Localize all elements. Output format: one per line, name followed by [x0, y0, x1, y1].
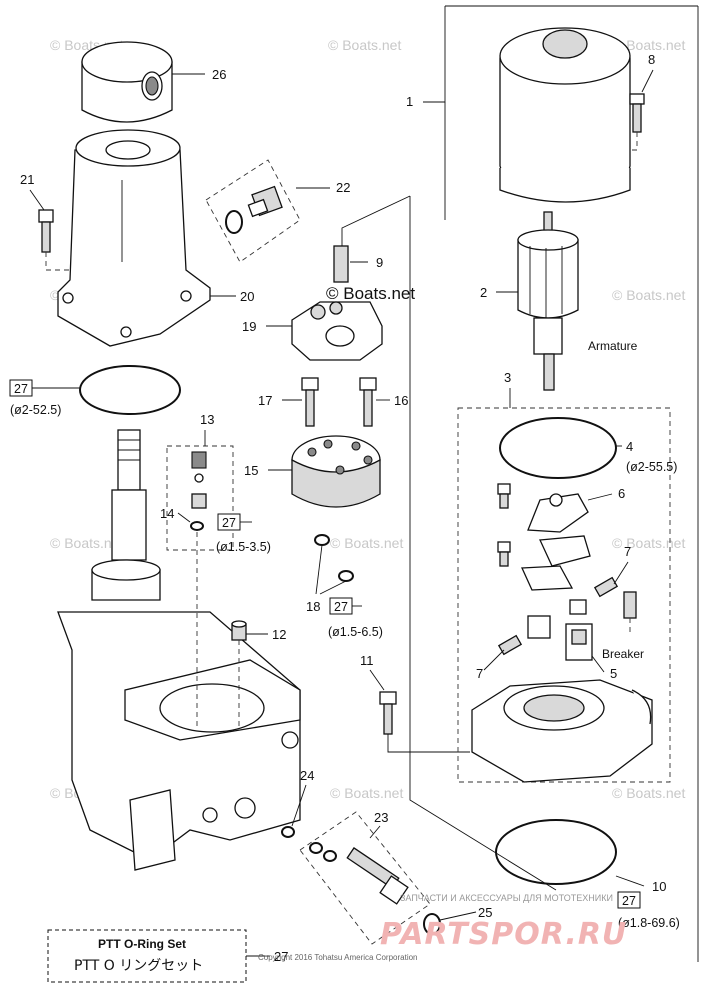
watermark-boats: © Boats.net [612, 287, 685, 303]
watermark-boats: © Boats.net [612, 785, 685, 801]
callout-25: 25 [478, 905, 492, 920]
oring-55-5 [499, 417, 617, 479]
callout-6: 6 [618, 486, 625, 501]
part-15-pump-body [291, 435, 381, 508]
callout-21: 21 [20, 172, 34, 187]
copyright-text: Copyright 2016 Tohatsu America Corporati… [258, 953, 418, 962]
watermark-boats: © Boats.net [612, 37, 685, 53]
watermark-boats: © Boats.net [330, 535, 403, 551]
callout-11: 11 [360, 653, 374, 668]
callout-20: 20 [240, 289, 254, 304]
part-22-box [205, 159, 301, 263]
label-breaker: Breaker [602, 647, 644, 661]
part-23-box [299, 811, 431, 945]
oring-69-6 [495, 819, 617, 885]
callout-27: 27 [274, 949, 288, 964]
watermark-boats: © Boats.net [50, 535, 123, 551]
part-2-armature [517, 211, 579, 391]
callout-14: 14 [160, 506, 174, 521]
part-6-brush-holder [497, 483, 591, 591]
part-21-bolt [38, 209, 54, 253]
oring-24 [281, 826, 295, 838]
watermark-boats: © Boats.net [330, 785, 403, 801]
spec-69-6: (ø1.8-69.6) [618, 916, 680, 930]
callout-10: 10 [652, 879, 666, 894]
part-11-bolt [379, 691, 397, 735]
oring-18a [314, 534, 330, 546]
callout-8: 8 [648, 52, 655, 67]
part-1-motor-housing [499, 27, 631, 203]
callout-19: 19 [242, 319, 256, 334]
part-7-spring [569, 576, 637, 619]
callout-3: 3 [504, 370, 511, 385]
boxed-ref-27: 27 [222, 516, 236, 530]
part-12-valve [231, 620, 247, 641]
oring-52-5 [79, 365, 181, 415]
part-17-bolt [301, 377, 319, 427]
part-1-base-plate [471, 679, 653, 783]
boxed-ref-27: 27 [334, 600, 348, 614]
oring-18b [338, 570, 354, 582]
part-19-pump [291, 301, 383, 361]
part-20-housing [57, 129, 211, 347]
part-7-spring-b [497, 634, 523, 656]
bracket-1 [423, 6, 446, 103]
watermark-boats: © Boats.net [328, 37, 401, 53]
spec-6-5: (ø1.5-6.5) [328, 625, 383, 639]
callout-5: 5 [610, 666, 617, 681]
spec-3-5: (ø1.5-3.5) [216, 540, 271, 554]
callout-12: 12 [272, 627, 286, 642]
oring-25 [423, 913, 441, 935]
callout-4: 4 [626, 439, 633, 454]
part-23-valve [309, 842, 409, 905]
part-22-valve [225, 185, 283, 234]
callout-16: 16 [394, 393, 408, 408]
part-26-cap [81, 41, 173, 123]
callout-26: 26 [212, 67, 226, 82]
callout-22: 22 [336, 180, 350, 195]
spec-52-5: (ø2-52.5) [10, 403, 61, 417]
part-13-valve [190, 451, 207, 531]
callout-1: 1 [406, 94, 413, 109]
callout-18: 18 [306, 599, 320, 614]
boxed-ref-27: 27 [622, 894, 636, 908]
callout-2: 2 [480, 285, 487, 300]
part-16-bolt [359, 377, 377, 427]
callout-23: 23 [374, 810, 388, 825]
part-5-breaker [527, 615, 593, 661]
callout-9: 9 [376, 255, 383, 270]
watermark-boats: © Boats.net [612, 535, 685, 551]
legend-box [47, 929, 247, 983]
callout-13: 13 [200, 412, 214, 427]
part-8-screw [629, 93, 645, 133]
watermark-ru: ЗАПЧАСТИ И АКСЕССУАРЫ ДЛЯ МОТОТЕХНИКИ [400, 893, 613, 903]
spec-55-5: (ø2-55.5) [626, 460, 677, 474]
callout-24: 24 [300, 768, 314, 783]
callout-15: 15 [244, 463, 258, 478]
callout-17: 17 [258, 393, 272, 408]
legend-subtitle: PTT O リングセット [74, 958, 203, 974]
label-armature: Armature [588, 339, 638, 353]
callout-7: 7 [624, 544, 631, 559]
part-13-box [166, 445, 234, 551]
watermark-boats-center: © Boats.net [326, 284, 415, 303]
callout-7: 7 [476, 666, 483, 681]
boxed-ref-27: 27 [14, 382, 28, 396]
ptt-body [57, 429, 301, 871]
part-9-pin [333, 245, 349, 283]
legend-title: PTT O-Ring Set [98, 937, 186, 951]
watermark-brand: PARTSPOR.RU [380, 917, 627, 952]
part-3-box [457, 407, 671, 783]
